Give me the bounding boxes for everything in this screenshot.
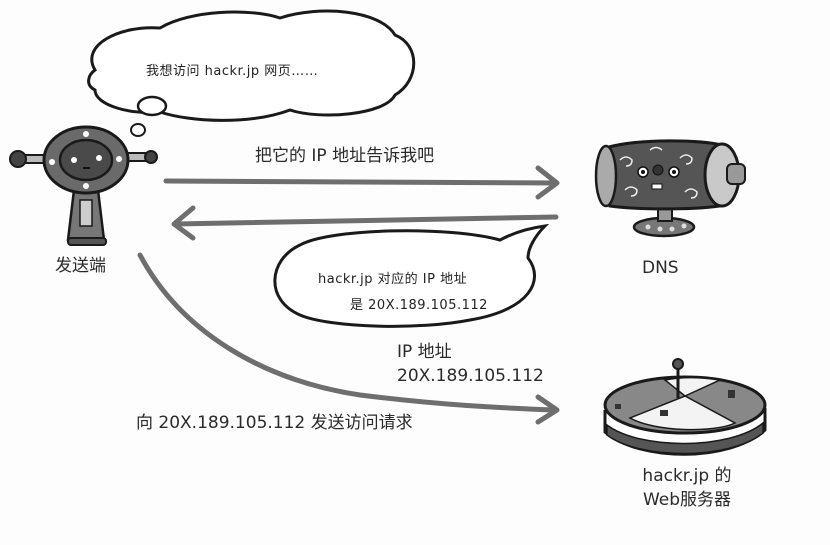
request-label: 向 20X.189.105.112 发送访问请求 (136, 413, 413, 433)
sender-label: 发送端 (55, 256, 106, 276)
reply-text-line2: 是 20X.189.105.112 (350, 298, 488, 313)
web-server-label-line2: Web服务器 (642, 490, 732, 510)
web-server-label-line1: hackr.jp 的 (642, 466, 732, 486)
response-arrow (171, 205, 559, 241)
query-arrow (163, 165, 560, 200)
ip-label-line2: 20X.189.105.112 (397, 366, 544, 386)
thought-bubble (87, 9, 416, 137)
reply-text-line1: hackr.jp 对应的 IP 地址 (318, 272, 468, 287)
reply-bubble (273, 223, 550, 328)
query-label: 把它的 IP 地址告诉我吧 (255, 146, 435, 166)
dns-label: DNS (642, 258, 679, 278)
dns-server-icon (594, 139, 746, 238)
robot-icon (9, 125, 158, 246)
web-server-icon (603, 358, 767, 456)
thought-text: 我想访问 hackr.jp 网页…… (146, 64, 319, 79)
ip-label-line1: IP 地址 (397, 342, 452, 362)
request-arrow (137, 252, 560, 425)
